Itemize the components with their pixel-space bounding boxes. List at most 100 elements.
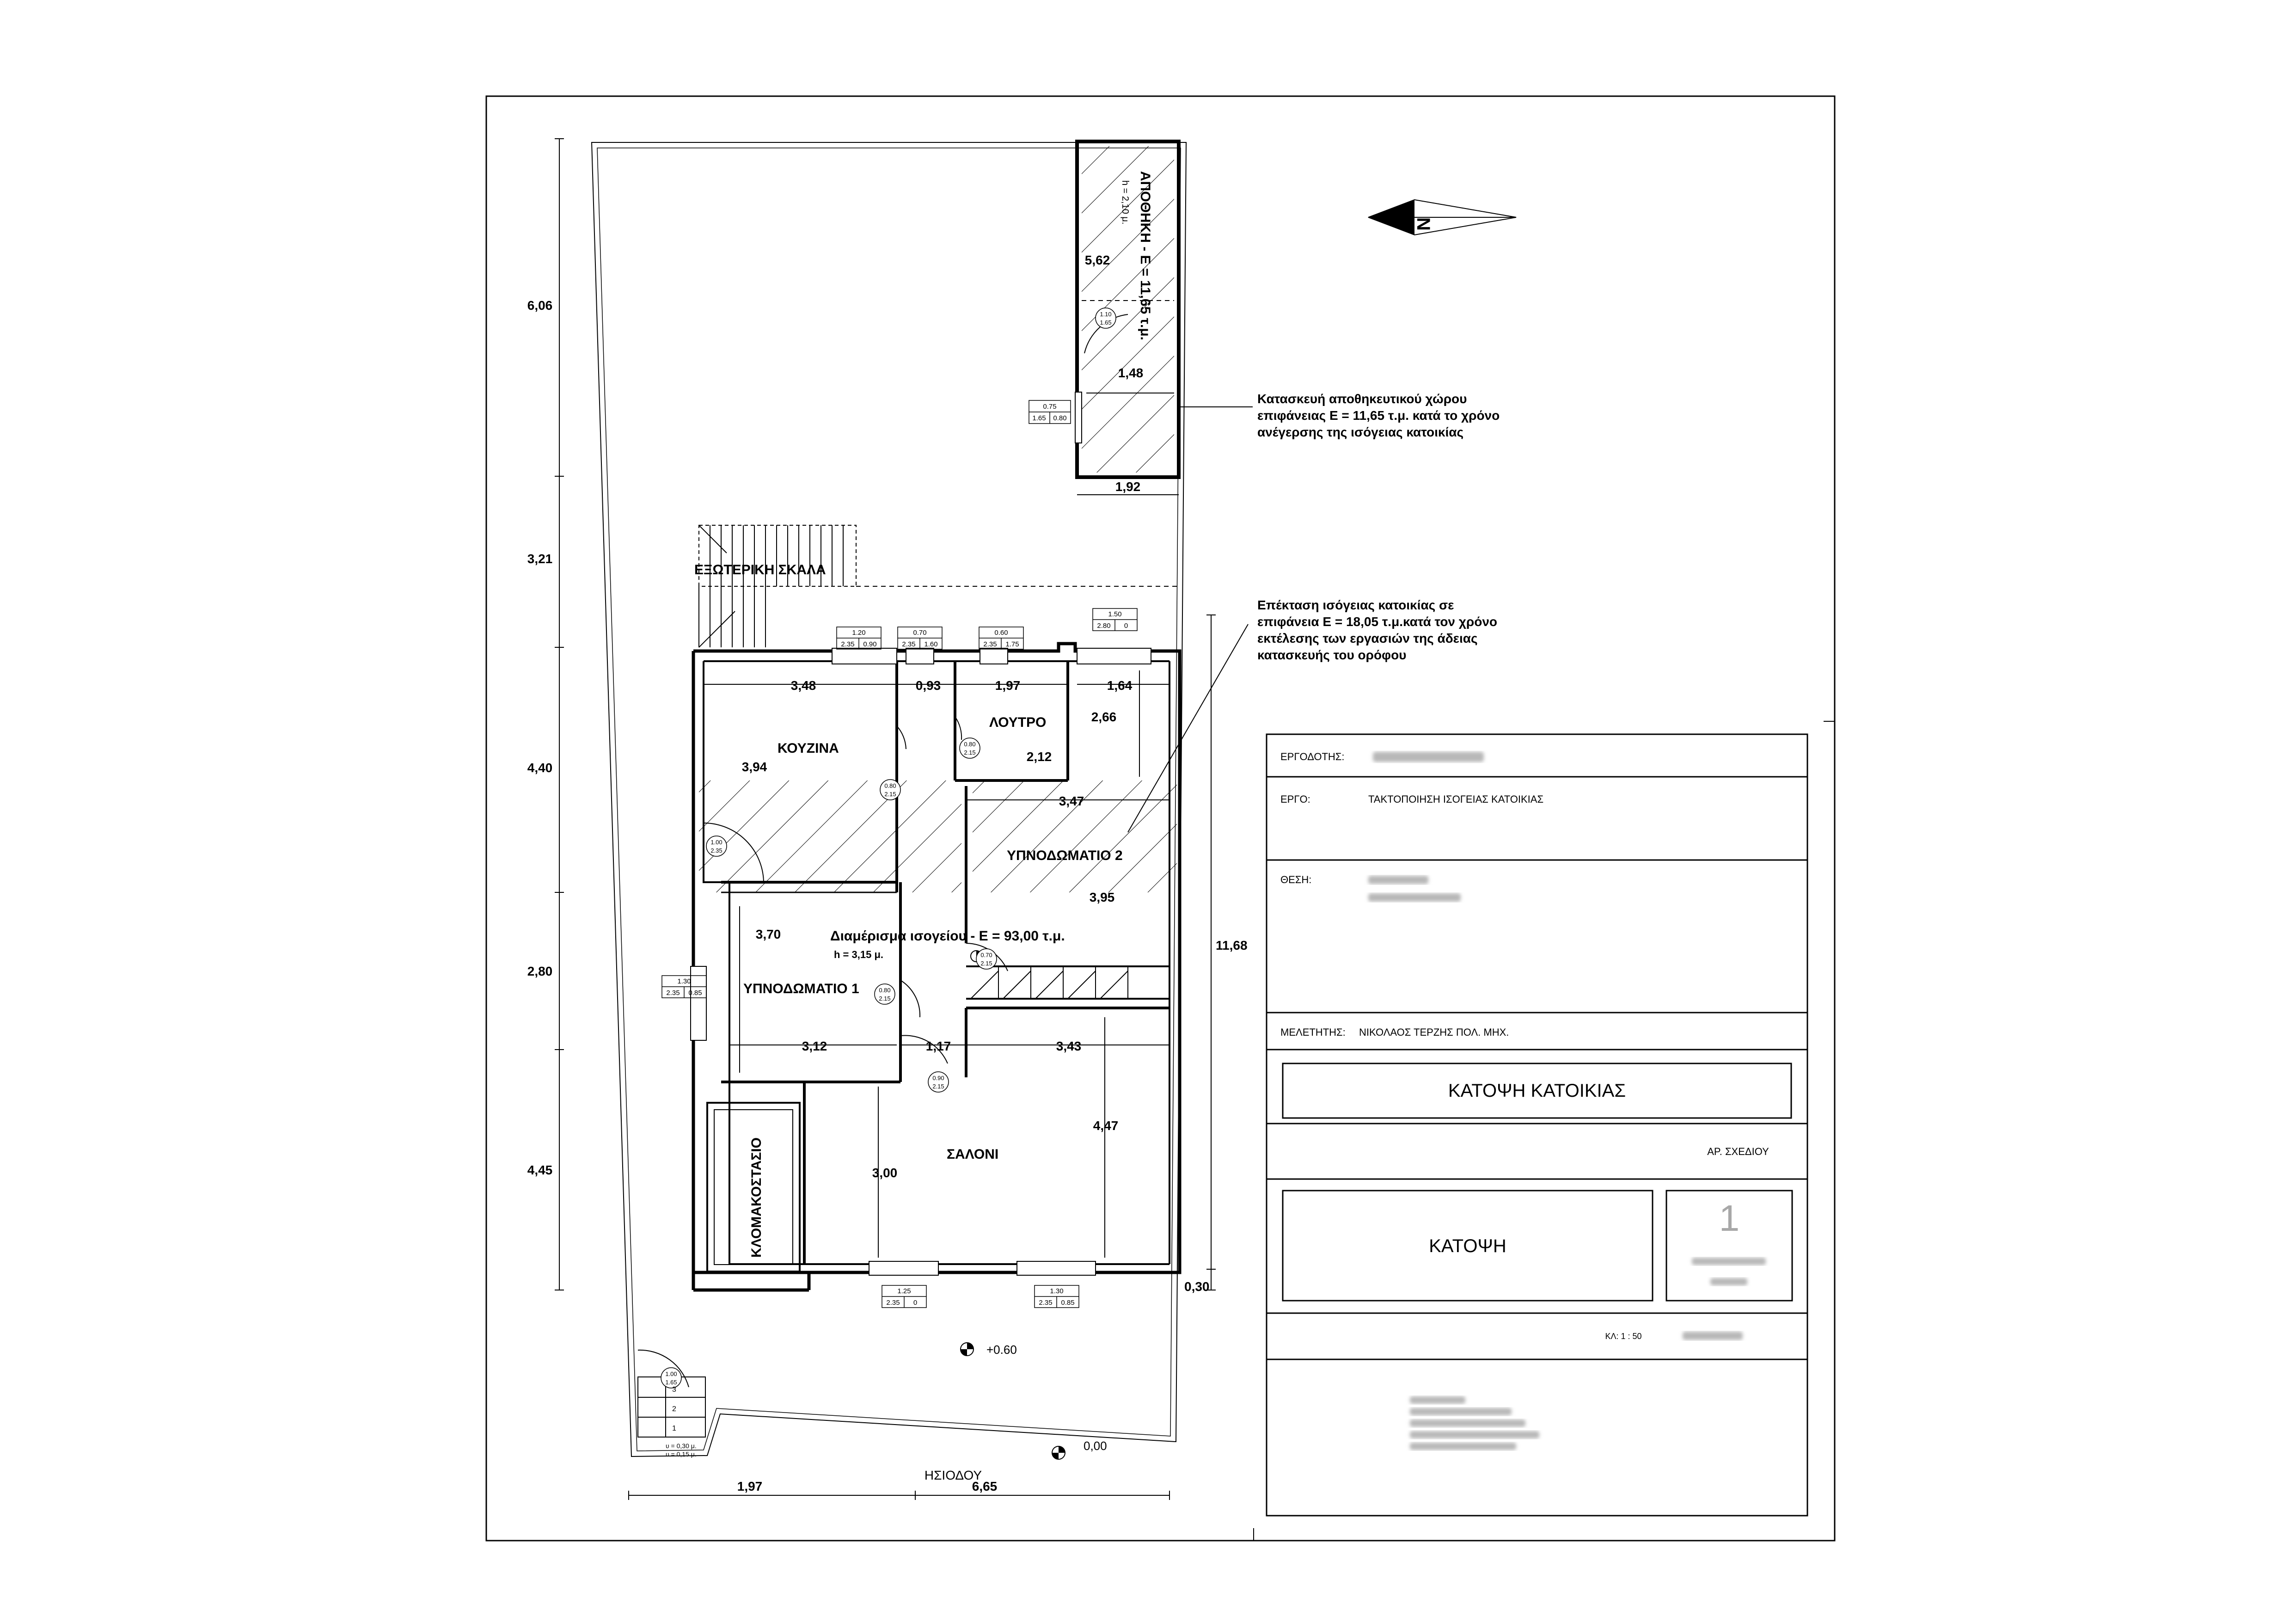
door-swings <box>703 716 1008 1064</box>
dim-bed2-w: 3,47 <box>1059 794 1084 808</box>
level-marker-upper-icon <box>960 1342 974 1356</box>
drawing-no-label: ΑΡ. ΣΧΕΔΙΟΥ <box>1707 1146 1769 1157</box>
dim-bed2-l: 3,95 <box>1090 890 1115 904</box>
boiler-label: ΚΛΟΜΑΚΟΣΤΑΣΙΟ <box>749 1137 764 1258</box>
dtag-7-bottom: 1.65 <box>665 1379 677 1386</box>
extension-note-line-2: επιφάνεια Ε = 18,05 τ.μ.κατά τον χρόνο <box>1257 614 1497 629</box>
sheet-border <box>485 95 1836 1542</box>
stamp-blurred-5 <box>1410 1443 1516 1450</box>
wtag-bed1-bl: 2.35 <box>666 989 680 997</box>
wtag-corridor-bl: 2.35 <box>902 640 915 648</box>
dim-kitchen-l: 3,94 <box>742 760 767 774</box>
wtag-storage-top: 0.75 <box>1043 403 1056 411</box>
level-zero: 0,00 <box>1084 1439 1107 1453</box>
storage-outline <box>1075 140 1181 479</box>
owner-value-blurred <box>1373 752 1484 762</box>
level-plus: +0.60 <box>986 1343 1017 1357</box>
wtag-ext-bl: 2.80 <box>1097 622 1110 630</box>
dtag-2-top: 0.80 <box>884 782 896 789</box>
dtag-5-bottom: 2.15 <box>980 960 992 967</box>
window-tag-bed1 <box>661 975 707 998</box>
extension-note-line-3: εκτέλεσης των εργασιών της άδειας <box>1257 631 1478 645</box>
dim-left-3: 4,40 <box>527 761 553 775</box>
window-tag-bath <box>979 627 1024 650</box>
extension-note-line-1: Επέκταση ισόγειας κατοικίας σε <box>1257 598 1454 612</box>
dim-storage-w: 1,92 <box>1115 479 1141 494</box>
kitchen-label: ΚΟΥΖΙΝΑ <box>778 741 839 756</box>
level-marker-zero-icon <box>1052 1446 1065 1460</box>
dim-bottom-2: 6,65 <box>972 1479 998 1493</box>
owner-label: ΕΡΓΟΔΟΤΗΣ: <box>1280 751 1345 762</box>
dim-kitchen-w: 3,48 <box>791 678 816 693</box>
window-tag-ext <box>1092 608 1138 631</box>
dim-living-l2: 3,00 <box>872 1166 898 1180</box>
door-tag-circles <box>661 307 1116 1389</box>
bedroom2-label: ΥΠΝΟΔΩΜΑΤΙΟ 2 <box>1007 848 1123 863</box>
step-2: 2 <box>672 1405 676 1413</box>
engineer-value: ΝΙΚΟΛΑΟΣ ΤΕΡΖΗΣ ΠΟΛ. ΜΗΧ. <box>1359 1026 1509 1038</box>
project-label: ΕΡΓΟ: <box>1280 793 1310 805</box>
north-arrow-icon: N <box>1368 199 1517 236</box>
dim-bottom-1: 1,97 <box>737 1479 763 1493</box>
entry-steps <box>637 1349 706 1438</box>
dimension-lines <box>555 138 1216 1500</box>
dtag-6-bottom: 2.15 <box>932 1083 944 1090</box>
dim-right-total: 11,68 <box>1216 938 1248 952</box>
extension-note-leader <box>1127 624 1249 833</box>
wtag-bath-bl: 2.35 <box>983 640 997 648</box>
window-tag-storage <box>1029 400 1071 424</box>
dim-living-l: 4,47 <box>1093 1118 1119 1133</box>
wtag-corridor-top: 0.70 <box>913 629 926 637</box>
storage-note-line-2: επιφάνειας Ε = 11,65 τ.μ. κατά το χρόνο <box>1257 408 1500 423</box>
external-stair-label: ΕΞΩΤΕΡΙΚΗ ΣΚΑΛΑ <box>694 562 826 578</box>
location-value-blurred-1 <box>1368 876 1428 884</box>
storage-window <box>1075 392 1082 443</box>
living-label: ΣΑΛΟΝΙ <box>947 1147 998 1162</box>
dtag-5-top: 0.70 <box>980 952 992 958</box>
wtag-living-left-br: 0 <box>913 1299 917 1307</box>
dtag-2-bottom: 2.15 <box>884 791 896 798</box>
extension-hatch <box>699 780 1177 892</box>
drawing-sub-blurred-2 <box>1710 1278 1747 1285</box>
dim-left-2: 3,21 <box>527 552 553 566</box>
location-label: ΘΕΣΗ: <box>1280 874 1311 885</box>
dtag-3-top: 1.00 <box>710 839 722 846</box>
dim-corridor-w: 0,93 <box>916 678 941 693</box>
window-tag-living-right <box>1034 1285 1079 1308</box>
dim-bed1-l: 3,70 <box>756 927 781 941</box>
street-label: ΗΣΙΟΔΟΥ <box>925 1468 982 1482</box>
scale-label: ΚΛ: 1 : 50 <box>1605 1332 1641 1341</box>
engineer-label: ΜΕΛΕΤΗΤΗΣ: <box>1280 1026 1346 1038</box>
bathroom-label: ΛΟΥΤΡΟ <box>989 715 1046 730</box>
title-block <box>1266 733 1808 1517</box>
window-tag-corridor <box>897 627 943 650</box>
external-stair <box>698 525 1177 648</box>
dtag-3-bottom: 2.35 <box>710 847 722 854</box>
wtag-kitchen-top: 1.20 <box>852 629 865 637</box>
window-tag-living-left <box>882 1285 927 1308</box>
project-value: ΤΑΚΤΟΠΟΙΗΣΗ ΙΣΟΓΕΙΑΣ ΚΑΤΟΙΚΙΑΣ <box>1368 793 1543 805</box>
svg-text:N: N <box>1413 217 1433 231</box>
wtag-living-right-bl: 2.35 <box>1039 1299 1052 1307</box>
wtag-ext-br: 0 <box>1124 622 1128 630</box>
boiler-room-outline <box>706 1102 801 1272</box>
wtag-ext-top: 1.50 <box>1108 610 1121 618</box>
drawing-title: ΚΑΤΟΨΗ ΚΑΤΟΙΚΙΑΣ <box>1448 1081 1626 1101</box>
wtag-kitchen-br: 0.90 <box>863 640 876 648</box>
storage-note-line-3: ανέγερσης της ισόγειας κατοικίας <box>1257 425 1463 439</box>
wtag-bath-top: 0.60 <box>994 629 1008 637</box>
step-3: 3 <box>672 1386 676 1394</box>
dtag-4-top: 0.80 <box>879 987 890 994</box>
storage-height: h = 2,10 μ. <box>1120 180 1130 224</box>
storage-hatch <box>1082 146 1174 473</box>
step-tread: υ = 0,15 μ. <box>666 1450 697 1458</box>
wtag-living-left-top: 1.25 <box>897 1287 911 1295</box>
step-rise: υ = 0,30 μ. <box>666 1442 697 1450</box>
stamp-blurred-3 <box>1410 1419 1525 1427</box>
bedroom1-label: ΥΠΝΟΔΩΜΑΤΙΟ 1 <box>743 981 859 996</box>
extension-note-line-4: κατασκευής του ορόφου <box>1257 648 1406 662</box>
storage-note-line-1: Κατασκευή αποθηκευτικού χώρου <box>1257 392 1467 406</box>
wtag-corridor-br: 1.60 <box>924 640 937 648</box>
dim-left-4: 2,80 <box>527 964 553 978</box>
dtag-1-bottom: 2.15 <box>964 749 975 756</box>
